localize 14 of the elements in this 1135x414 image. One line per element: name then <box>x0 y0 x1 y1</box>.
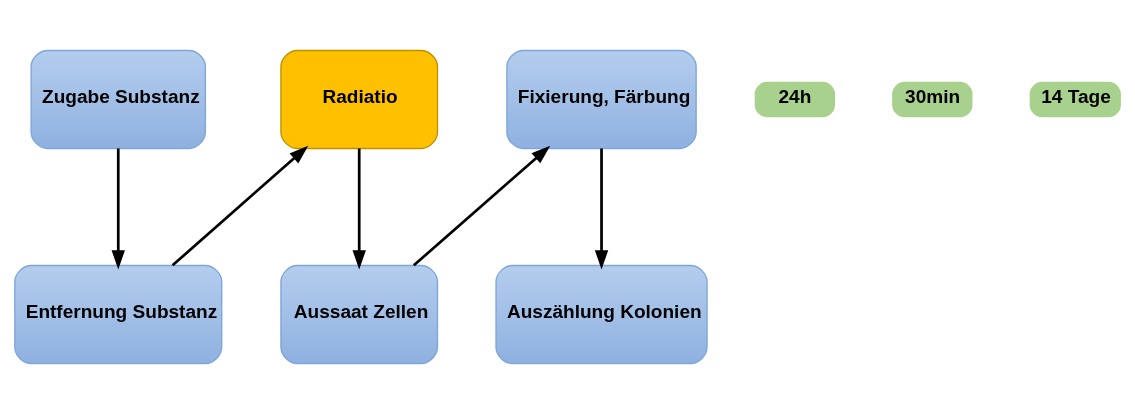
node-box: Radiatio <box>280 49 439 150</box>
node-box: Aussaat Zellen <box>280 264 439 365</box>
node-box: Auszählung Kolonien <box>495 264 708 365</box>
arrow <box>352 148 366 270</box>
arrow <box>111 148 125 270</box>
node-box: Entfernung Substanz <box>14 264 223 365</box>
arrow <box>594 148 609 270</box>
node-box: Zugabe Substanz <box>30 49 207 150</box>
node-box: 30min <box>892 81 973 118</box>
node-box: Fixierung, Färbung <box>506 49 697 150</box>
arrow <box>171 145 309 267</box>
node-box: 14 Tage <box>1029 81 1121 118</box>
node-box: 24h <box>754 81 835 118</box>
arrow <box>412 145 551 267</box>
